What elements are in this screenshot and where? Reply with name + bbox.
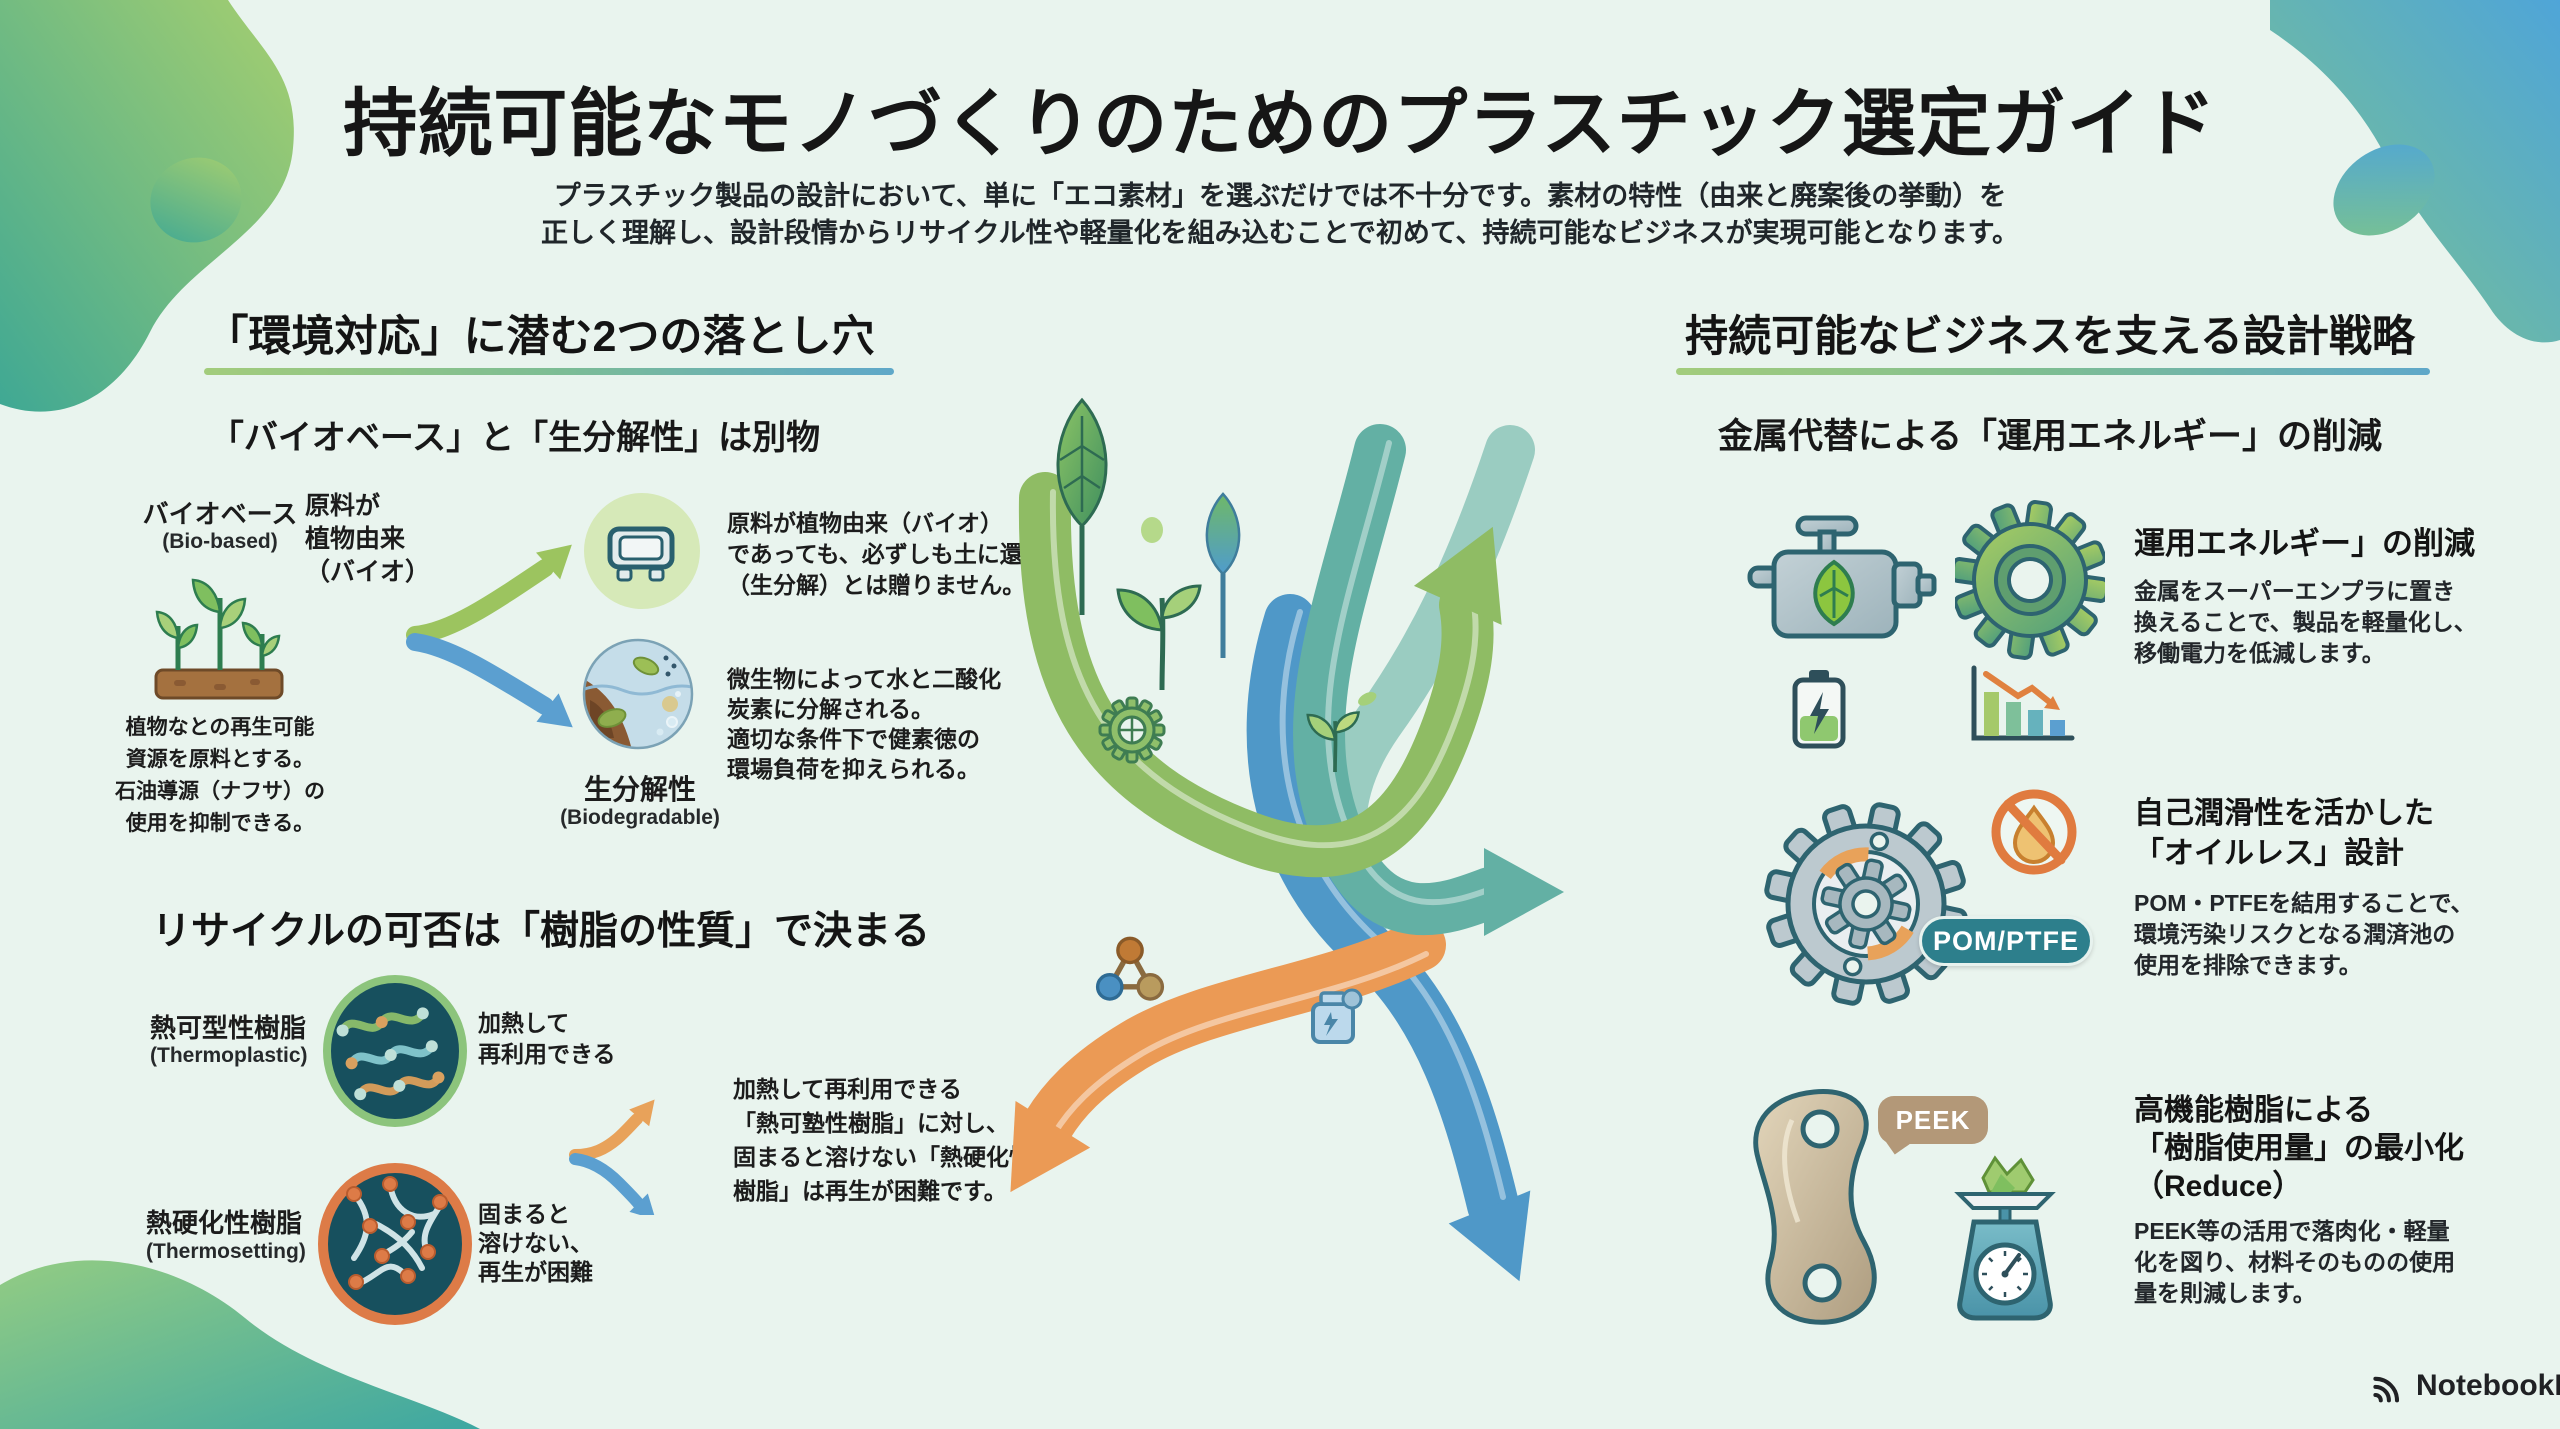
recycle-molecule-icon	[1095, 936, 1165, 1001]
corner-blob-top-right	[2270, 0, 2560, 343]
orange-arrowhead	[1010, 1100, 1091, 1193]
thermoplastic-polymer-icon	[323, 975, 467, 1127]
thermo-compare-note: 加熱して再利用できる 「熱可塾性樹脂」に対し、 固まると溶けない「熱硬化性 樹脂…	[733, 1076, 1032, 1204]
thermo-split-arrows-icon	[569, 1099, 656, 1215]
blue-arrowhead	[1448, 1190, 1531, 1282]
no-oil-icon	[1991, 789, 2077, 875]
weighing-scale-icon	[1954, 1155, 2056, 1321]
strategy3-body: PEEK等の活用で落肉化・軽量 化を図り、材料そのものの使用 量を則減します。	[2134, 1218, 2456, 1306]
machined-bracket-icon	[1753, 1089, 1877, 1325]
thermosetting-note: 固まると 溶けない、 再生が困難	[478, 1201, 593, 1285]
biodeg-note: 微生物によって水と二酸化 炭素に分解される。 適切な条件下で健素徳の 環場負荷を…	[727, 666, 1002, 782]
energy-jar-icon	[1311, 988, 1363, 1044]
left-heading-underline	[204, 368, 894, 375]
bio-based-description: 植物なとの再生可能 資源を原料とする。 石油導源（ナフサ）の 使用を抑制できる。	[115, 716, 325, 835]
leaf-icon	[1056, 397, 1108, 615]
pitfall2-heading: リサイクルの可否は「樹脂の性質」で決まる	[152, 910, 931, 953]
notebooklm-logo-icon	[2373, 1376, 2400, 1403]
blue-leaf-icon	[1205, 492, 1241, 658]
seedlings-icon	[154, 578, 284, 700]
strategy2-title: 自己潤滑性を活かした 「オイルレス」設計	[2134, 797, 2434, 870]
notebooklm-brand: NotebookLM	[2368, 1368, 2560, 1404]
left-section-heading: 「環境対応」に潜む2つの落とし穴	[205, 313, 875, 361]
engine-leaf-icon	[1747, 515, 1937, 639]
branch-arrows-icon	[406, 544, 573, 728]
notebooklm-brand-label: NotebookLM	[2416, 1369, 2560, 1402]
thermoplastic-note: 加熱して 再利用できる	[478, 1010, 616, 1067]
page-title: 持続可能なモノづくりのためのプラスチック選定ガイド	[343, 82, 2217, 165]
right-heading-underline	[1676, 368, 2430, 375]
bio-tray-icon	[584, 493, 700, 609]
corner-blob-bottom-left	[0, 1260, 480, 1429]
dot-accent	[1141, 517, 1163, 543]
thermoplastic-label-en: (Thermoplastic)	[150, 1044, 308, 1067]
right-section-heading: 持続可能なビジネスを支える設計戦略	[1685, 313, 2415, 361]
small-sprout-icon	[1306, 692, 1377, 773]
branch-label: 原料が 植物由来 （バイオ）	[305, 492, 431, 586]
green-gear-icon	[1955, 500, 2105, 660]
battery-icon	[1792, 670, 1846, 749]
thermosetting-label: 熱硬化性樹脂	[146, 1208, 303, 1238]
peek-badge-label: PEEK	[1895, 1104, 1971, 1135]
right-sub-heading: 金属代替による「運用エネルギー」の削減	[1718, 417, 2382, 456]
bio-based-label-en: (Bio-based)	[162, 530, 278, 553]
strategy3-title: 高機能樹脂による 「樹脂使用量」の最小化 （Reduce）	[2134, 1094, 2464, 1203]
teal-arrowhead	[1484, 848, 1564, 936]
green-arrowhead	[1413, 526, 1502, 625]
bio-note: 原料が植物由来（バイオ） であっても、必ずしも土に還る （生分解）とは贈りません…	[727, 510, 1046, 598]
pom-ptfe-badge: POM/PTFE	[1919, 916, 2093, 966]
biodegradable-label-en: (Biodegradable)	[560, 806, 720, 829]
pitfall1-heading: 「バイオベース」と「生分解性」は別物	[209, 419, 821, 457]
declining-chart-icon	[1971, 665, 2075, 741]
peek-badge: PEEK	[1878, 1096, 1988, 1155]
strategy1-title: 運用エネルギー」の削減	[2134, 526, 2475, 561]
biodegradable-label: 生分解性	[583, 774, 696, 805]
thermosetting-label-en: (Thermosetting)	[146, 1240, 306, 1263]
bio-based-label: バイオベース	[142, 499, 298, 529]
thermoplastic-label: 熱可型性樹脂	[150, 1013, 307, 1043]
thermosetting-network-icon	[318, 1163, 472, 1325]
page-subtitle: プラスチック製品の設計において、単に「エコ素材」を選ぶだけでは不十分です。素材の…	[541, 181, 2019, 248]
corner-blob-top-left	[0, 0, 294, 412]
oilless-gear-icon	[1764, 802, 1968, 1006]
biodegradable-soil-icon	[582, 638, 694, 750]
strategy2-body: POM・PTFEを結用することで、 環境汚染リスクとなる潤済池の 使用を排除でき…	[2134, 890, 2474, 978]
eco-gear-icon	[1098, 696, 1166, 764]
flow-illustration	[1010, 397, 1564, 1282]
sprout-icon	[1116, 584, 1202, 691]
strategy1-body: 金属をスーパーエンプラに置き 換えることで、製品を軽量化し、 移働電力を低減しま…	[2134, 578, 2477, 666]
